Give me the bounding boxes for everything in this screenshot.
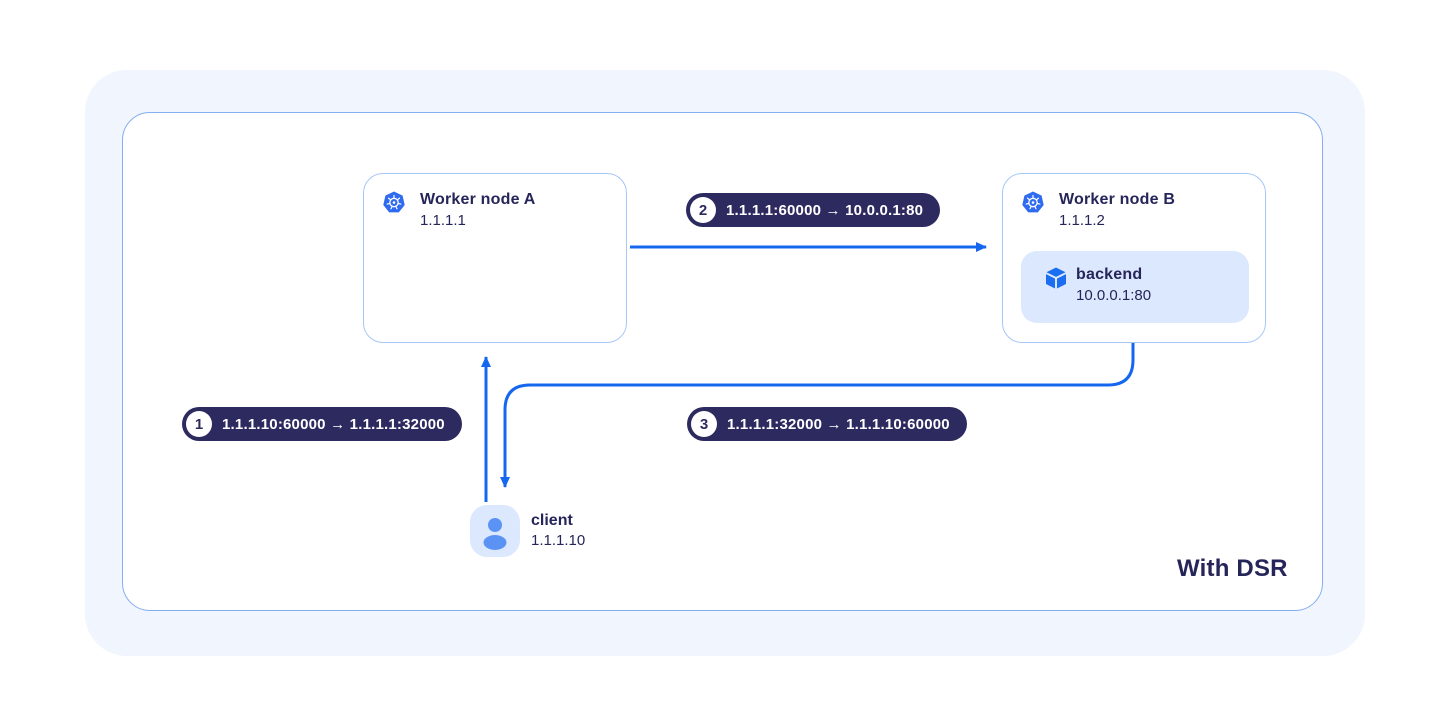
backend-pod-box: backend 10.0.0.1:80 [1021, 251, 1249, 323]
step-number-badge: 1 [186, 411, 212, 437]
worker-node-a-ip: 1.1.1.1 [420, 212, 466, 229]
kubernetes-icon [382, 191, 406, 215]
step-pill-2: 2 1.1.1.1:60000 → 10.0.0.1:80 [686, 193, 941, 227]
step-pill-1: 1 1.1.1.10:60000 → 1.1.1.1:32000 [182, 407, 462, 441]
client-avatar [470, 505, 520, 557]
worker-node-a-title: Worker node A [420, 191, 536, 208]
step-pill-3: 3 1.1.1.1:32000 → 1.1.1.10:60000 [687, 407, 967, 441]
worker-node-b-box: Worker node B 1.1.1.2 backend 10.0.0.1:8… [1002, 173, 1266, 343]
client-title: client [531, 512, 573, 529]
step-number-badge: 2 [690, 197, 716, 223]
client-ip: 1.1.1.10 [531, 532, 586, 549]
worker-node-b-ip: 1.1.1.2 [1059, 212, 1105, 229]
worker-node-a-header: Worker node A 1.1.1.1 [382, 190, 536, 231]
client-text: client 1.1.1.10 [531, 511, 585, 551]
worker-node-b-header: Worker node B 1.1.1.2 [1021, 190, 1175, 231]
worker-node-b-text: Worker node B 1.1.1.2 [1059, 190, 1175, 231]
client-group: client 1.1.1.10 [470, 505, 585, 557]
step-number-badge: 3 [691, 411, 717, 437]
step-flow-text: 1.1.1.10:60000 → 1.1.1.1:32000 [222, 415, 445, 433]
step-flow-text: 1.1.1.1:60000 → 10.0.0.1:80 [726, 201, 924, 219]
worker-node-a-text: Worker node A 1.1.1.1 [420, 190, 536, 231]
worker-node-a-box: Worker node A 1.1.1.1 [363, 173, 627, 343]
backend-pod-text: backend 10.0.0.1:80 [1076, 265, 1151, 306]
backend-title: backend [1076, 266, 1143, 283]
cube-icon [1044, 266, 1068, 290]
worker-node-b-title: Worker node B [1059, 191, 1176, 208]
diagram-caption: With DSR [1177, 555, 1288, 582]
backend-pod-content: backend 10.0.0.1:80 [1044, 265, 1151, 306]
step-flow-text: 1.1.1.1:32000 → 1.1.1.10:60000 [727, 415, 950, 433]
backend-address: 10.0.0.1:80 [1076, 287, 1152, 304]
kubernetes-icon [1021, 191, 1045, 215]
